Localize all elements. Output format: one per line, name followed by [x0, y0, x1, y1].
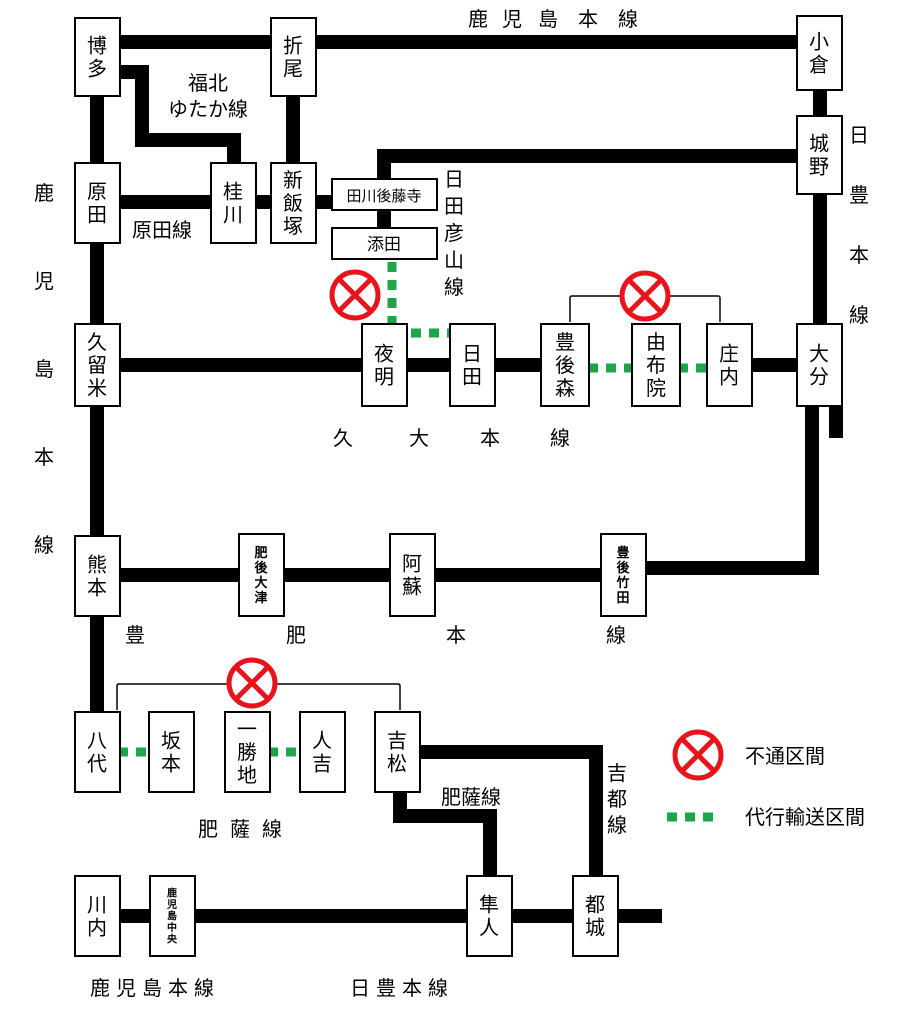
line-label-hisatsu-bottom: 肥薩線 [198, 817, 294, 841]
station-name-shiniizuka: 新飯塚 [283, 168, 303, 238]
station-name-miyakonojo: 都城 [585, 892, 605, 939]
line-label-kagoshima-bottom: 鹿児島本線 [90, 976, 220, 1000]
station-box-shiniizuka [270, 162, 317, 244]
station-box-yatsushiro [74, 711, 121, 793]
station-name-harada: 原田 [87, 179, 107, 226]
station-box-bungotaketa [600, 533, 647, 617]
station-box-hita [449, 323, 496, 407]
line-kitto [418, 745, 603, 876]
line-label-harada-line: 原田線 [132, 218, 192, 242]
line-bungotaketa-oita [646, 405, 819, 575]
station-box-miyakonojo [572, 875, 619, 957]
line-label-hohi: 豊肥本線 [125, 623, 626, 647]
station-name-kagoshima-chuo: 鹿児島中央 [166, 886, 178, 945]
station-name-tagawa-gotoji: 田川後藤寺 [346, 187, 421, 205]
line-label-nippo-bottom: 日豊本線 [350, 976, 454, 1000]
station-box-orio [270, 17, 317, 97]
station-boxes [74, 15, 843, 957]
line-label-hitahikosan: 日田彦山線 [444, 167, 464, 299]
station-box-yoshimatsu [374, 711, 421, 793]
station-box-soeda [331, 227, 438, 260]
legend-replacement-label: 代行輸送区間 [745, 805, 865, 829]
station-box-kurume [74, 323, 121, 407]
station-name-jono: 城野 [809, 131, 829, 178]
station-name-hakata: 博多 [87, 33, 107, 80]
closure-icon [329, 269, 381, 321]
station-box-shonai [706, 323, 753, 407]
station-box-kumamoto [74, 535, 121, 617]
station-box-yufuin [631, 323, 681, 407]
station-name-yoshimatsu: 吉松 [387, 728, 407, 775]
station-name-sendai: 川内 [87, 892, 107, 939]
station-name-sakamoto: 坂本 [161, 728, 181, 775]
line-hitahikosan-jono [377, 149, 798, 187]
line-label-fukuhoku-1: 福北 [188, 71, 228, 95]
station-box-sendai [74, 875, 121, 957]
replacement-sections [118, 262, 708, 757]
station-name-shonai: 庄内 [719, 341, 739, 388]
station-box-oita [796, 323, 843, 407]
station-name-higo-ozu: 肥後大津 [254, 545, 268, 606]
closure-icon [619, 270, 671, 322]
station-name-kumamoto: 熊本 [87, 552, 107, 599]
station-box-kagoshimachuo [149, 875, 196, 957]
station-name-hita: 日田 [462, 341, 482, 388]
station-box-sakamoto [148, 711, 195, 793]
line-label-kyudai: 久大本線 [333, 426, 570, 450]
line-label-kitto: 吉都線 [607, 761, 627, 837]
station-name-keisen: 桂川 [223, 179, 243, 226]
line-label-kagoshima-left: 鹿児島本線 [34, 181, 54, 557]
station-name-hayato: 隼人 [479, 892, 499, 939]
line-label-fukuhoku-2: ゆたか線 [168, 97, 248, 121]
station-box-hayato [466, 875, 513, 957]
station-name-hitoyoshi: 人吉 [312, 728, 332, 775]
station-box-hakata [74, 17, 121, 97]
station-name-bungo-taketa: 豊後竹田 [615, 545, 630, 606]
station-box-harada [74, 162, 121, 244]
station-box-yoake [361, 323, 408, 407]
station-box-tagawa [331, 178, 438, 211]
station-box-higoozu [238, 533, 285, 617]
station-box-jono [796, 115, 843, 195]
station-name-orio: 折尾 [283, 33, 303, 80]
station-box-hitoyoshi [299, 711, 346, 793]
line-labels: 鹿児島本線福北ゆたか線原田線日田彦山線日豊本線鹿児島本線久大本線豊肥本線肥薩線肥… [34, 7, 869, 1000]
station-name-yatsushiro: 八代 [87, 728, 107, 775]
station-name-aso: 阿蘇 [402, 551, 422, 598]
station-box-kokura [796, 15, 843, 91]
station-name-ichikatchi: 一勝地 [237, 717, 257, 787]
station-name-oita: 大分 [809, 341, 829, 388]
legend: 不通区間 代行輸送区間 [667, 729, 865, 829]
legend-closure-label: 不通区間 [745, 744, 825, 768]
line-fukuhoku [120, 65, 241, 168]
station-name-soeda: 添田 [367, 235, 401, 255]
station-name-bungo-mori: 豊後森 [555, 330, 575, 400]
station-box-keisen [210, 162, 257, 244]
station-box-aso [389, 533, 436, 617]
station-name-kurume: 久留米 [87, 330, 107, 400]
station-name-kokura: 小倉 [809, 29, 829, 76]
replacement-soeda-hita [387, 262, 450, 338]
line-hisatsu-hayato [393, 792, 497, 876]
line-label-nippo-right: 日豊本線 [849, 123, 869, 327]
station-box-ichikatchi [224, 711, 271, 793]
closure-icon [226, 657, 278, 709]
legend-closure-icon [672, 729, 724, 781]
station-box-bungomori [540, 323, 590, 407]
station-name-yoake: 夜明 [374, 341, 394, 388]
station-name-yufuin: 由布院 [646, 330, 666, 400]
line-label-hisatsu-short: 肥薩線 [441, 785, 501, 809]
line-label-kagoshima-top: 鹿児島本線 [468, 7, 638, 31]
closure-icons [226, 269, 671, 709]
